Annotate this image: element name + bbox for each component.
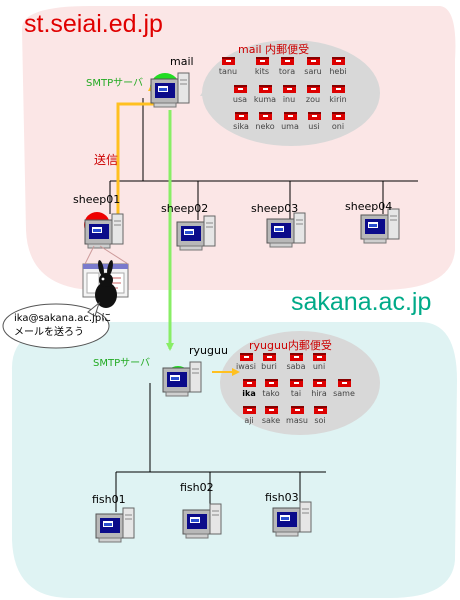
mailbox-label: uni [312, 362, 326, 371]
mailbox-label: aji [244, 416, 254, 425]
mailbox-label: iwasi [235, 362, 257, 371]
mail-host-label: mail [170, 55, 194, 68]
mailbox-icon [284, 112, 297, 120]
mail-bubble-tail [200, 88, 207, 96]
mailbox-label: usa [232, 95, 248, 104]
mailbox-icon [307, 57, 320, 65]
mailbox-label: inu [282, 95, 296, 104]
mailbox-icon [281, 57, 294, 65]
mailbox-label: neko [255, 122, 275, 131]
mailbox-icon [332, 112, 345, 120]
mailbox-icon [222, 57, 235, 65]
mailbox-label: hira [311, 389, 327, 398]
mailbox-icon [307, 85, 320, 93]
mailbox-label: saru [304, 67, 322, 76]
mailbox-label: zou [305, 95, 321, 104]
top-domain-label: st.seiai.ed.jp [24, 10, 163, 38]
ryuguu-smtp-label: SMTPサーバ [93, 358, 151, 369]
mailbox-icon [332, 57, 345, 65]
mailbox-label: tako [262, 389, 280, 398]
ryuguu-host-label: ryuguu [189, 344, 228, 357]
mailbox-icon [313, 353, 326, 361]
mailbox-icon [235, 112, 248, 120]
mailbox-icon [290, 379, 303, 387]
mailbox-label: kirin [329, 95, 347, 104]
mailbox-icon [290, 353, 303, 361]
mailbox-icon [332, 85, 345, 93]
mailbox-label: kuma [253, 95, 277, 104]
mailbox-label: hebi [329, 67, 347, 76]
mail-smtp-label: SMTPサーバ [86, 78, 144, 89]
speech-bubble-text: ika@sakana.ac.jpに メールを送ろう [14, 312, 111, 340]
mailbox-icon [265, 379, 278, 387]
mailbox-icon [240, 353, 253, 361]
mailbox-label: usi [308, 122, 320, 131]
sheep01-host-label: sheep01 [73, 193, 121, 206]
mailbox-icon [243, 379, 256, 387]
rabbit-user-icon [95, 260, 117, 308]
mailbox-icon [259, 112, 272, 120]
mailbox-icon [314, 406, 327, 414]
mailbox-label: sake [261, 416, 281, 425]
mailbox-icon [308, 112, 321, 120]
sheep02-host-label: sheep02 [161, 202, 209, 215]
mailbox-label: tanu [218, 67, 238, 76]
send-label: 送信 [94, 153, 119, 167]
mailbox-label: ika [242, 389, 256, 398]
mailbox-label: oni [331, 122, 345, 131]
mailbox-icon [338, 379, 351, 387]
mailbox-icon [243, 406, 256, 414]
mailbox-icon [259, 85, 272, 93]
mailbox-label: buri [261, 362, 277, 371]
mailbox-label: tora [278, 67, 296, 76]
mailbox-icon [313, 379, 326, 387]
mailbox-label: uma [281, 122, 299, 131]
mail-mailbox-title: mail 内郵便受 [238, 43, 310, 56]
fish01-host-label: fish01 [92, 493, 126, 506]
mailbox-icon [283, 85, 296, 93]
mailbox-label: kits [254, 67, 270, 76]
mailbox-icon [256, 57, 269, 65]
mailbox-label: tai [290, 389, 302, 398]
mailbox-icon [291, 406, 304, 414]
mailbox-label: same [333, 389, 355, 398]
speech-bubble [2, 303, 110, 349]
sheep04-host-label: sheep04 [345, 200, 393, 213]
mailbox-label: masu [286, 416, 308, 425]
mailbox-icon [265, 406, 278, 414]
fish02-host-label: fish02 [180, 481, 214, 494]
speech-line-1: ika@sakana.ac.jpに [14, 313, 112, 324]
mailbox-label: soi [314, 416, 326, 425]
fish03-host-label: fish03 [265, 491, 299, 504]
mailbox-icon [234, 85, 247, 93]
mailbox-icon [263, 353, 276, 361]
speech-line-2: メールを送ろう [14, 327, 84, 338]
sheep03-host-label: sheep03 [251, 202, 299, 215]
bottom-domain-label: sakana.ac.jp [291, 288, 432, 316]
ryuguu-mailbox-title: ryuguu内郵便受 [249, 339, 332, 352]
mailbox-label: sika [233, 122, 249, 131]
mailbox-label: saba [286, 362, 306, 371]
